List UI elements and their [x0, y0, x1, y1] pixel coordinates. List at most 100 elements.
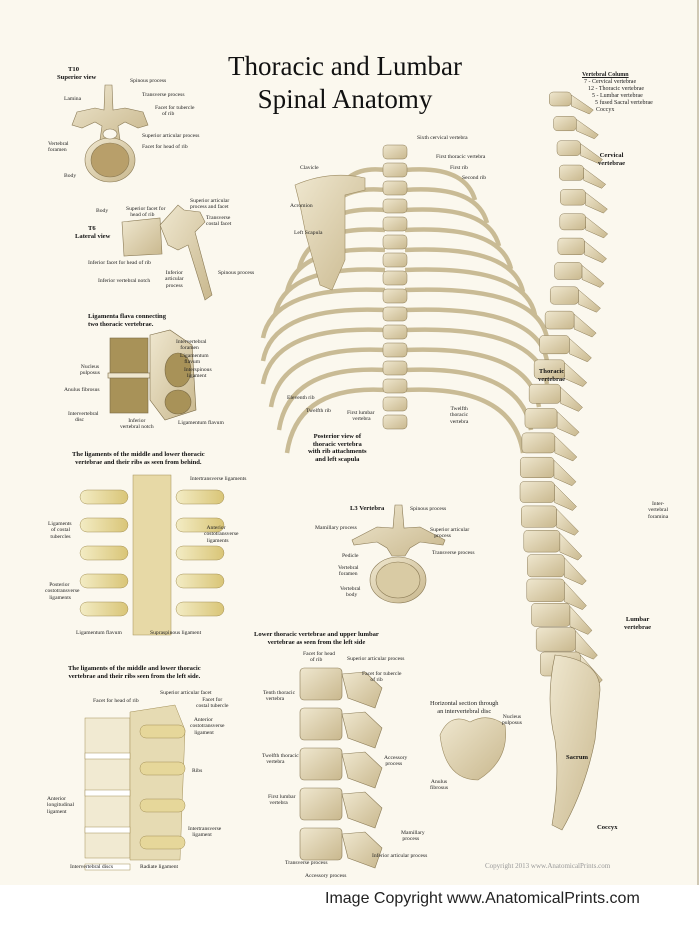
vertebral-column-drawing: [519, 91, 609, 685]
label: Lamina: [64, 96, 82, 102]
legend-item: 7 - Cervical vertebrae: [584, 79, 637, 85]
vertebra-shape: [382, 306, 408, 322]
rib-right: [404, 227, 514, 270]
rib-shape: [175, 517, 225, 533]
t10-heading: T10: [68, 66, 79, 73]
disc-shape: [84, 789, 131, 797]
vertebra-shape: [549, 91, 572, 107]
label: Intertransverse ligament: [188, 826, 222, 839]
label: Intervertebral foramen: [176, 339, 207, 352]
behind-heading: The ligaments of the middle and lower th…: [72, 451, 205, 466]
rib-left: [260, 287, 386, 339]
legend-item: 12 - Thoracic vertebrae: [588, 86, 645, 92]
scapula-drawing: [294, 174, 366, 291]
vertebra-shape: [299, 707, 343, 741]
vertebra-shape: [382, 360, 408, 376]
vertebra-shape: [527, 554, 565, 578]
spinous-process-shape: [556, 508, 579, 536]
leftside-heading: The ligaments of the middle and lower th…: [68, 665, 201, 680]
label: First lumbar vertebra: [347, 410, 375, 423]
vertebra-shape: [382, 270, 408, 286]
rib-right: [404, 267, 538, 316]
t6-subheading: Lateral view: [75, 233, 111, 240]
rib-right: [404, 247, 526, 293]
title-line-2: Spinal Anatomy: [257, 84, 433, 114]
label: Transverse costal facet: [206, 215, 232, 228]
rib-shape: [79, 573, 129, 589]
lower-heading: Lower thoracic vertebrae and upper lumba…: [254, 631, 379, 646]
spinous-process-shape: [573, 313, 597, 338]
vertebra-shape: [521, 505, 557, 528]
spinous-process-shape: [569, 337, 592, 363]
label: Pedicle: [342, 553, 359, 559]
vertebra-shape: [299, 747, 343, 781]
label: Left Scapula: [294, 230, 323, 236]
label: Second rib: [462, 175, 487, 181]
vertebra-shape: [557, 237, 585, 255]
vertebra-shape: [528, 383, 561, 404]
label: Twelfth thoracic vertebra: [450, 406, 469, 425]
thoracic-spine-posterior-drawing: [382, 144, 408, 430]
lower-spine-lateral-drawing: [299, 667, 383, 869]
spinous-process-shape: [575, 629, 598, 660]
vertebra-shape: [382, 342, 408, 358]
label: Vertebral body: [340, 586, 361, 599]
label: Sacrum: [566, 754, 588, 761]
t6-heading: T6: [88, 225, 96, 232]
rib-shape: [79, 545, 129, 561]
rib-shape: [139, 798, 186, 813]
label: Facet for head of rib: [93, 698, 139, 704]
spinous-process-shape: [585, 191, 608, 214]
vertebra-shape: [382, 216, 408, 232]
process-shape: [341, 751, 383, 789]
legend-item: 5 - Lumbar vertebrae: [592, 93, 643, 99]
t10-vertebra-drawing: [71, 84, 149, 183]
vertebra-shape: [544, 310, 575, 330]
label: Facet for tubercle of rib: [362, 671, 402, 684]
spinous-process-shape: [559, 532, 583, 561]
disc-shape: [84, 863, 131, 871]
label: Ligamentum flavum: [180, 353, 209, 366]
spinous-process-shape: [585, 216, 609, 239]
label: Anterior costotransverse ligaments: [204, 525, 239, 544]
image-copyright-banner: Image Copyright www.AnatomicalPrints.com: [325, 890, 640, 907]
label: Inferior articular process: [165, 270, 184, 289]
vertebra-shape: [553, 116, 577, 132]
label: Intertransverse ligaments: [190, 476, 247, 482]
label: Ligaments of costal tubercles: [48, 521, 72, 540]
flava-heading: Ligamenta flava connecting two thoracic …: [88, 313, 167, 328]
label: Lumbar vertebrae: [624, 616, 652, 631]
vertebra-shape: [526, 578, 565, 602]
label: Vertebral foramen: [338, 565, 359, 578]
rib-shape: [139, 761, 186, 776]
spinous-process-shape: [581, 264, 605, 288]
spinous-process-shape: [564, 581, 587, 610]
rib-shape: [175, 601, 225, 617]
label: Spinous process: [410, 506, 447, 512]
vertebra-shape: [554, 262, 583, 280]
rib-shape: [79, 489, 129, 505]
label: Ribs: [192, 768, 203, 774]
spinous-process-shape: [569, 605, 593, 635]
label: Facet for costal tubercle: [196, 697, 229, 710]
label: Inferior vertebral notch: [120, 418, 154, 431]
label: Twelfth rib: [306, 408, 331, 414]
vertebra-shape: [559, 213, 586, 231]
rib-left: [268, 347, 386, 408]
label: Body: [64, 173, 77, 179]
label: Tenth thoracic vertebra: [263, 690, 296, 703]
vertebra-shape: [382, 234, 408, 250]
spinous-process-shape: [564, 556, 587, 586]
label: Sixth cervical vertebra: [417, 135, 468, 141]
vertebra-shape: [382, 198, 408, 214]
label: First lumbar vertebra: [268, 794, 296, 807]
ribcage-caption: Posterior view of thoracic vertebra with…: [308, 433, 367, 463]
vertebra-shape: [382, 162, 408, 178]
label: Transverse process: [285, 860, 328, 866]
rib-right: [404, 207, 502, 247]
vertebra-shape: [531, 603, 571, 627]
vertebra-shape: [382, 414, 408, 430]
rib-left: [284, 387, 386, 454]
